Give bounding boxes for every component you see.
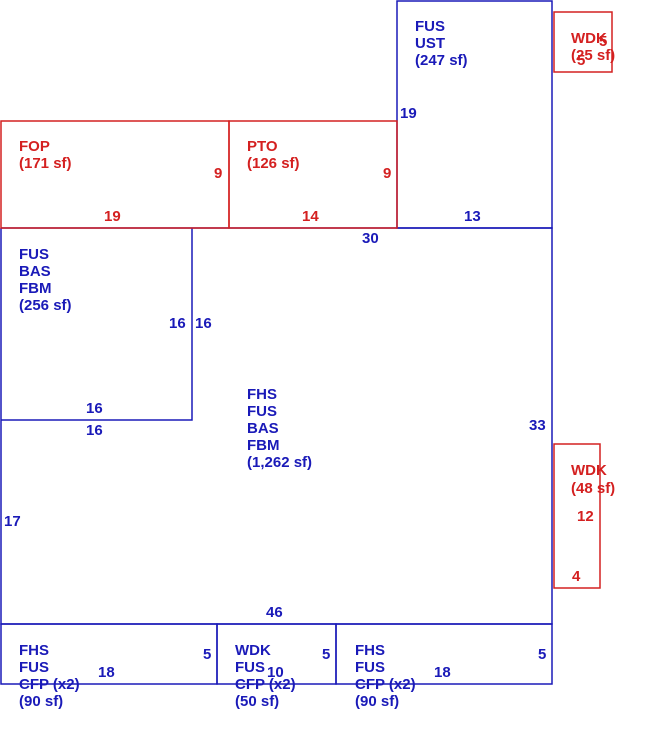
dimension-label: 16 <box>86 400 103 417</box>
area-label: (171 sf) <box>19 155 72 172</box>
cfp-right-area <box>335 623 553 685</box>
area-label: FHS <box>19 642 49 659</box>
area-label: (90 sf) <box>355 693 399 710</box>
pto-area <box>228 120 398 229</box>
dimension-label: 16 <box>86 422 103 439</box>
area-label: PTO <box>247 138 278 155</box>
area-label: FUS <box>235 659 265 676</box>
dimension-label: 19 <box>400 105 417 122</box>
dimension-label: 13 <box>464 208 481 225</box>
area-label: FUS <box>247 403 277 420</box>
area-label: BAS <box>247 420 279 437</box>
dimension-label: 14 <box>302 208 319 225</box>
dimension-label: 16 <box>169 315 186 332</box>
dimension-label: 33 <box>529 417 546 434</box>
area-label: FHS <box>247 386 277 403</box>
area-label: FUS <box>19 246 49 263</box>
area-label: WDK <box>235 642 271 659</box>
area-label: (247 sf) <box>415 52 468 69</box>
wdk-right-area <box>553 443 601 589</box>
area-label: (50 sf) <box>235 693 279 710</box>
fbm-left-area <box>1 228 193 421</box>
dimension-label: 46 <box>266 604 283 621</box>
dimension-label: 19 <box>104 208 121 225</box>
dimension-label: 5 <box>538 646 546 663</box>
dimension-label: 9 <box>214 165 222 182</box>
dimension-label: 10 <box>267 664 284 681</box>
area-label: CFP (x2) <box>235 676 296 693</box>
dimension-label: 9 <box>383 165 391 182</box>
area-label: (256 sf) <box>19 297 72 314</box>
area-label: FUS <box>19 659 49 676</box>
dimension-label: 5 <box>322 646 330 663</box>
dimension-label: 4 <box>572 568 581 585</box>
area-label: FBM <box>19 280 52 297</box>
area-label: (1,262 sf) <box>247 454 312 471</box>
area-label: FHS <box>355 642 385 659</box>
area-label: (126 sf) <box>247 155 300 172</box>
dimension-label: 5 <box>599 33 607 50</box>
dimension-label: 5 <box>577 52 585 69</box>
dimension-label: 18 <box>98 664 115 681</box>
dimension-label: 16 <box>195 315 212 332</box>
dimension-label: 30 <box>362 230 379 247</box>
dimension-label: 18 <box>434 664 451 681</box>
area-label: FBM <box>247 437 280 454</box>
dimension-label: 12 <box>577 508 594 525</box>
area-label: FOP <box>19 138 50 155</box>
area-label: BAS <box>19 263 51 280</box>
area-label: CFP (x2) <box>19 676 80 693</box>
area-label: FUS <box>355 659 385 676</box>
wdk-top-area <box>553 11 613 73</box>
area-label: (90 sf) <box>19 693 63 710</box>
dimension-label: 17 <box>4 513 21 530</box>
area-label: WDK <box>571 30 607 47</box>
area-label: CFP (x2) <box>355 676 416 693</box>
area-label: FUS <box>415 18 445 35</box>
area-label: (25 sf) <box>571 47 615 64</box>
area-label: WDK <box>571 462 607 479</box>
area-label: (48 sf) <box>571 480 615 497</box>
dimension-label: 5 <box>203 646 211 663</box>
area-label: UST <box>415 35 445 52</box>
